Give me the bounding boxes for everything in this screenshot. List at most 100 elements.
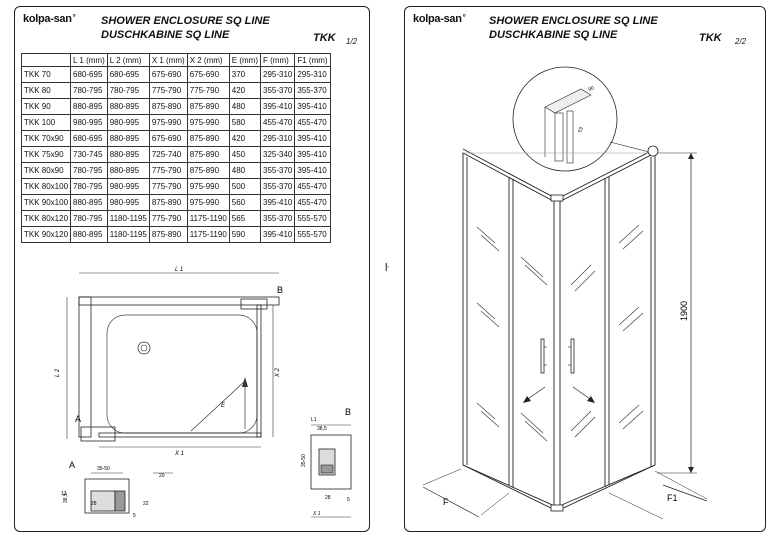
table-cell: 680-695 [70,130,108,147]
page-separator: ŀ [385,262,389,274]
table-cell: 395-410 [259,98,296,115]
b-marker: B [277,285,283,295]
table-cell: 775-790 [186,82,230,99]
detail-a-title: A [69,460,75,470]
dimensions-table: L 1 (mm)L 2 (mm)X 1 (mm)X 2 (mm)E (mm)F … [20,53,331,243]
table-header-row: L 1 (mm)L 2 (mm)X 1 (mm)X 2 (mm)E (mm)F … [20,53,331,67]
page-number: 1/2 [346,37,358,46]
table-cell: 875-890 [186,162,230,179]
product-code: TKK [313,32,336,44]
handle-left [540,338,545,374]
table-cell: 680-695 [106,66,150,83]
table-cell: 420 [228,130,262,147]
drain-icon [137,341,151,355]
table-cell: 975-990 [186,178,230,195]
table-cell: 325-340 [259,146,296,163]
table-cell: 395-410 [259,194,296,211]
table-cell: 980-995 [106,114,150,131]
svg-text:53: 53 [577,126,585,133]
table-cell: 500 [228,178,262,195]
svg-text:5: 5 [347,497,350,503]
model-cell: TKK 80x100 [20,178,72,195]
l2-label: L 2 [55,368,61,377]
title-en-2: SHOWER ENCLOSURE SQ LINE [489,15,658,27]
table-cell: 295-310 [259,130,296,147]
column-header: X 2 (mm) [186,53,230,67]
table-cell: 395-410 [294,130,331,147]
model-cell: TKK 75x90 [20,146,72,163]
model-cell: TKK 70 [20,66,72,83]
f-dimension-line [422,486,480,518]
table-cell: 1175-1190 [186,210,230,227]
table-cell: 780-795 [70,82,108,99]
table-cell: 395-410 [294,162,331,179]
sheet-page-1: kolpa-san° SHOWER ENCLOSURE SQ LINE DUSC… [14,6,370,532]
height-label: 1900 [679,301,689,321]
column-header: E (mm) [228,53,262,67]
table-cell: 675-690 [148,130,188,147]
enclosure-drawing: 90 53 [422,66,708,520]
table-cell: 355-370 [259,82,296,99]
model-cell: TKK 70x90 [20,130,72,147]
table-cell: 880-895 [106,146,150,163]
table-cell: 590 [228,226,262,243]
table-cell: 395-410 [259,226,296,243]
brand-logo: kolpa-san° [23,13,76,25]
table-cell: 875-890 [186,130,230,147]
table-cell: 560 [228,194,262,211]
table-cell: 780-795 [70,210,108,227]
table-cell: 295-310 [294,66,331,83]
table-cell: 875-890 [148,226,188,243]
table-cell: 675-690 [148,66,188,83]
model-cell: TKK 90 [20,98,72,115]
svg-text:12: 12 [61,491,67,497]
table-cell: 395-410 [294,98,331,115]
f1-dimension-line [662,484,708,502]
bottom-corner-cap [550,504,564,512]
svg-text:5: 5 [133,513,136,519]
l1-label: L 1 [175,267,183,273]
table-cell: 780-795 [70,178,108,195]
table-cell: 395-410 [294,146,331,163]
table-cell: 775-790 [148,210,188,227]
table-cell: 1180-1195 [106,210,150,227]
front-glass [98,432,262,438]
svg-text:X 1: X 1 [312,511,321,517]
column-header [20,53,72,67]
e-label: E [221,403,226,409]
svg-text:38,5: 38,5 [317,426,327,432]
svg-text:35-50: 35-50 [301,454,307,467]
wall-top [78,296,280,306]
corner-detail-marker [647,145,659,157]
svg-text:38,5: 38,5 [63,493,69,503]
detail-b: B L1 38,5 35-50 28 5 X 1 [301,407,352,518]
table-cell: 1180-1195 [106,226,150,243]
table-cell: 355-370 [294,82,331,99]
column-header: L 1 (mm) [70,53,108,67]
table-cell: 975-990 [186,194,230,211]
model-cell: TKK 80x90 [20,162,72,179]
column-header: L 2 (mm) [106,53,150,67]
table-cell: 480 [228,98,262,115]
table-cell: 980-995 [106,194,150,211]
table-cell: 880-895 [70,194,108,211]
table-cell: 975-990 [148,114,188,131]
column-header: F1 (mm) [294,53,331,67]
table-cell: 355-370 [259,210,296,227]
table-cell: 455-470 [294,178,331,195]
table-cell: 725-740 [148,146,188,163]
table-cell: 780-795 [70,162,108,179]
page-number-2: 2/2 [735,37,747,46]
table-cell: 355-370 [259,162,296,179]
arrow-up-icon [242,377,248,387]
table-cell: 580 [228,114,262,131]
brand-name-2: kolpa-san [413,13,462,25]
table-cell: 980-995 [70,114,108,131]
